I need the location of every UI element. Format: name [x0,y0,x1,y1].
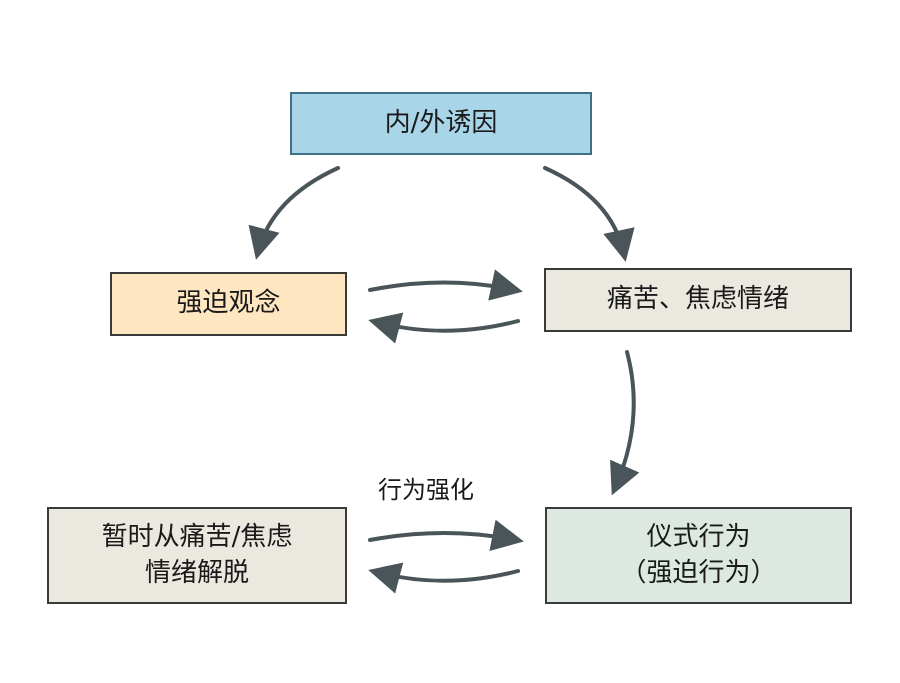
node-trigger-label: 内/外诱因 [384,107,498,138]
arrow-anxiety-to-obsession [368,312,520,344]
node-relief-label-line2: 情绪解脱 [144,557,249,588]
node-obsession-label: 强迫观念 [176,288,281,319]
arrow-trigger-to-obsession [248,166,340,260]
node-relief: 暂时从痛苦/焦虑 情绪解脱 [47,507,347,604]
node-trigger: 内/外诱因 [290,92,592,155]
arrow-trigger-to-anxiety [543,166,635,262]
node-anxiety-label: 痛苦、焦虑情绪 [606,284,789,315]
node-ritual: 仪式行为 （强迫行为） [545,507,852,604]
arrow-obsession-to-anxiety [368,269,523,301]
node-relief-label-line1: 暂时从痛苦/焦虑 [101,522,293,553]
arrow-anxiety-to-ritual [610,350,640,496]
node-ritual-label-line2: （强迫行为） [620,557,777,588]
node-anxiety: 痛苦、焦虑情绪 [544,268,852,332]
node-ritual-label-line1: 仪式行为 [646,522,751,553]
arrow-ritual-to-relief [368,562,520,594]
arrow-relief-to-ritual [368,519,524,552]
edge-label-reinforcement: 行为强化 [378,476,474,504]
node-obsession: 强迫观念 [110,272,347,336]
